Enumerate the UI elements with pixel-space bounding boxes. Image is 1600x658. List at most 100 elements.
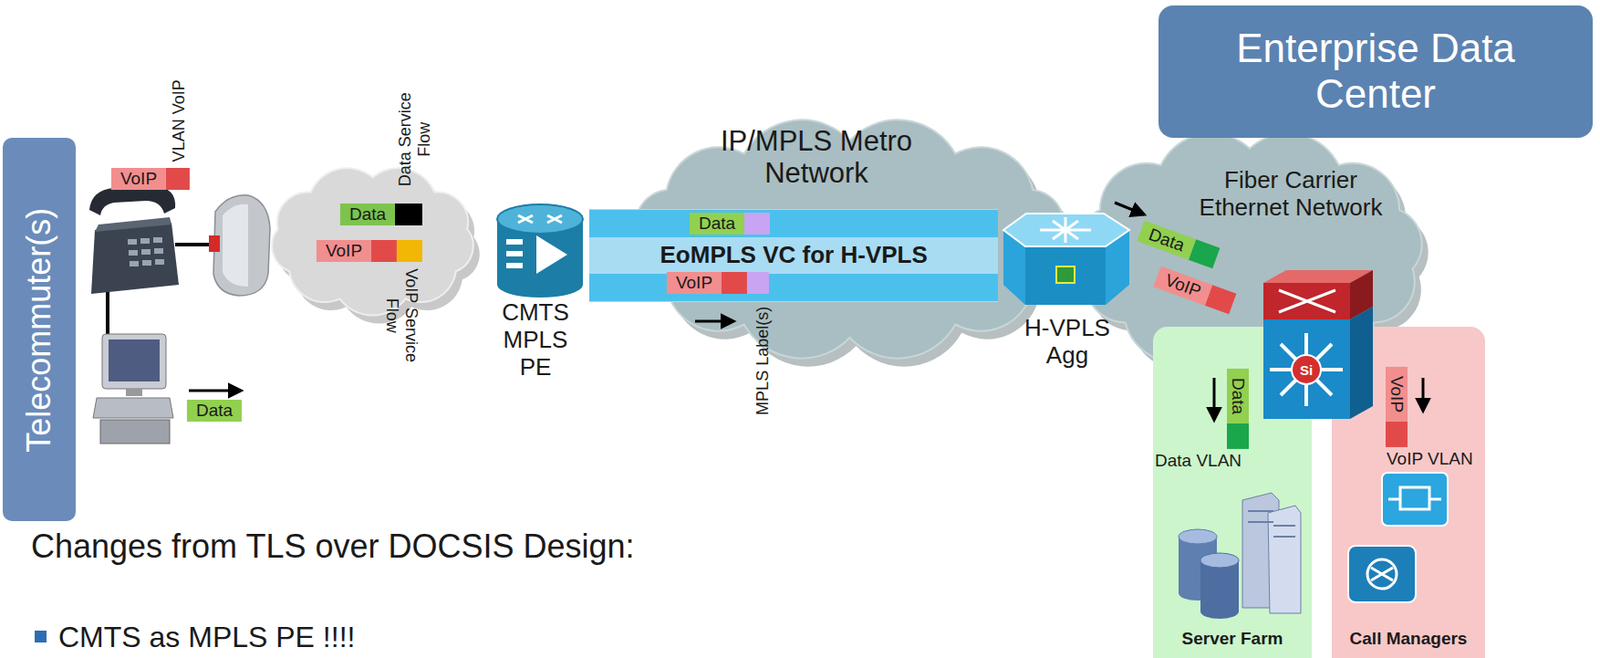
node-text: Server Farm: [1159, 628, 1306, 649]
cmts-router-icon: [518, 215, 562, 223]
edge-label: EoMPLS VC for H-VPLS: [654, 241, 934, 270]
node-text: CMTS MPLS PE: [485, 299, 586, 382]
packet-tag: VoIP: [316, 239, 423, 262]
core-switch-icon: [1263, 270, 1373, 419]
bullet-mark: [34, 630, 47, 643]
node-text: Telecommuter(s): [20, 146, 58, 512]
node-text: Enterprise Data Center: [1229, 25, 1522, 118]
telephone-icon: [105, 291, 110, 340]
node-text: Fiber Carrier Ethernet Network: [1181, 166, 1401, 222]
flow-marker: [747, 271, 769, 294]
telecommuter-band: Telecommuter(s): [2, 137, 76, 521]
cmts-router-icon: [497, 271, 583, 298]
node-text: Call Managers: [1335, 628, 1482, 649]
text-label: CMTS as MPLS PE !!!!: [58, 620, 697, 655]
flow-arrow: [188, 390, 241, 392]
cmts-router-icon: [506, 262, 523, 269]
telephone-icon: [94, 217, 172, 232]
tunnel-lane: [589, 273, 998, 302]
call-manager-icon: [1381, 472, 1448, 526]
flow-marker: [394, 203, 423, 226]
packet-tag: VoIP: [1385, 366, 1408, 447]
cable-modem-icon: [222, 204, 249, 287]
tag-text: VoIP: [111, 167, 167, 190]
telephone-icon: [175, 242, 212, 247]
computer-icon: [93, 333, 174, 444]
telephone-icon: [129, 260, 139, 267]
text-label: VLAN VoIP: [169, 74, 189, 167]
mpls-arrow: [695, 321, 734, 323]
call-manager-icon: [1388, 498, 1442, 501]
cmts-router-icon: [497, 204, 583, 298]
tag-text: Data: [689, 212, 745, 235]
computer-icon: [125, 388, 143, 396]
call-manager-icon: [1367, 559, 1397, 589]
core-switch-icon: [1291, 354, 1321, 385]
text-label: Changes from TLS over DOCSIS Design:: [31, 527, 852, 565]
call-manager-icon: [1348, 545, 1416, 603]
telephone-icon: [140, 238, 150, 244]
text-label: Si: [1295, 362, 1318, 378]
tag-text: VoIP: [1153, 266, 1213, 306]
flow-marker: [721, 271, 748, 294]
cable-modem-icon: [208, 235, 220, 252]
tag-text: Data: [1226, 368, 1249, 424]
tag-text: VoIP: [316, 239, 372, 262]
packet-tag: Data: [1136, 220, 1220, 270]
flow-marker: [744, 212, 770, 235]
node-text: H-VPLS Agg: [1012, 314, 1123, 370]
telephone-icon: [141, 249, 151, 255]
packet-tag: Data: [689, 212, 770, 235]
telephone-icon: [142, 259, 152, 266]
vlan-arrow: [1213, 377, 1216, 420]
flow-marker: [1226, 423, 1249, 449]
packet-tag: VoIP: [111, 167, 190, 190]
tag-text: Data: [340, 203, 395, 226]
server-icon: [1178, 529, 1217, 544]
aggregation-switch-icon: [1003, 213, 1130, 305]
tunnel-connector: [589, 223, 998, 288]
cable-modem-icon: [208, 195, 271, 296]
aggregation-switch-icon: [1056, 266, 1075, 283]
docsis-cloud: [271, 167, 474, 315]
call-manager-icon: [1400, 487, 1430, 510]
aggregation-switch-icon: [1025, 246, 1106, 305]
flow-marker: [166, 167, 190, 190]
header-box: Enterprise Data Center: [1158, 5, 1593, 138]
cmts-router-icon: [506, 250, 523, 257]
aggregation-switch-icon: [1039, 217, 1091, 243]
tag-text: Data: [1136, 220, 1196, 260]
flow-marker: [371, 239, 397, 262]
core-switch-icon: [1263, 282, 1351, 320]
packet-tag: Data: [340, 203, 423, 226]
telephone-icon: [89, 186, 212, 340]
cmts-router-icon: [506, 238, 523, 245]
text-label: VoIP VLAN: [1386, 448, 1483, 469]
core-switch-icon: [1269, 332, 1343, 406]
core-switch-icon: [1278, 290, 1336, 312]
telephone-icon: [91, 222, 179, 294]
packet-tag: Data: [187, 399, 242, 422]
node-text: IP/MPLS Metro Network: [697, 124, 936, 190]
telephone-icon: [128, 249, 138, 256]
packet-tag: VoIP: [666, 271, 769, 294]
telephone-icon: [89, 186, 176, 216]
computer-icon: [108, 339, 160, 382]
cable-modem-icon: [213, 195, 271, 296]
computer-icon: [100, 419, 170, 444]
telephone-icon: [155, 259, 165, 265]
text-label: MPLS Label(s): [753, 301, 773, 420]
packet-tag: VoIP: [1153, 266, 1237, 315]
server-icon: [1247, 510, 1296, 537]
text-label: Data VLAN: [1154, 450, 1256, 471]
flow-marker: [1385, 421, 1408, 447]
vlan-arrow: [1422, 377, 1425, 411]
text-label: Data Service Flow: [395, 87, 434, 190]
computer-icon: [93, 397, 174, 418]
mpls-arrow: [695, 320, 734, 323]
cmts-router-icon: [536, 235, 568, 274]
bullet-mark: [34, 630, 47, 643]
server-icon: [1200, 552, 1239, 568]
server-icon: [1200, 603, 1239, 619]
